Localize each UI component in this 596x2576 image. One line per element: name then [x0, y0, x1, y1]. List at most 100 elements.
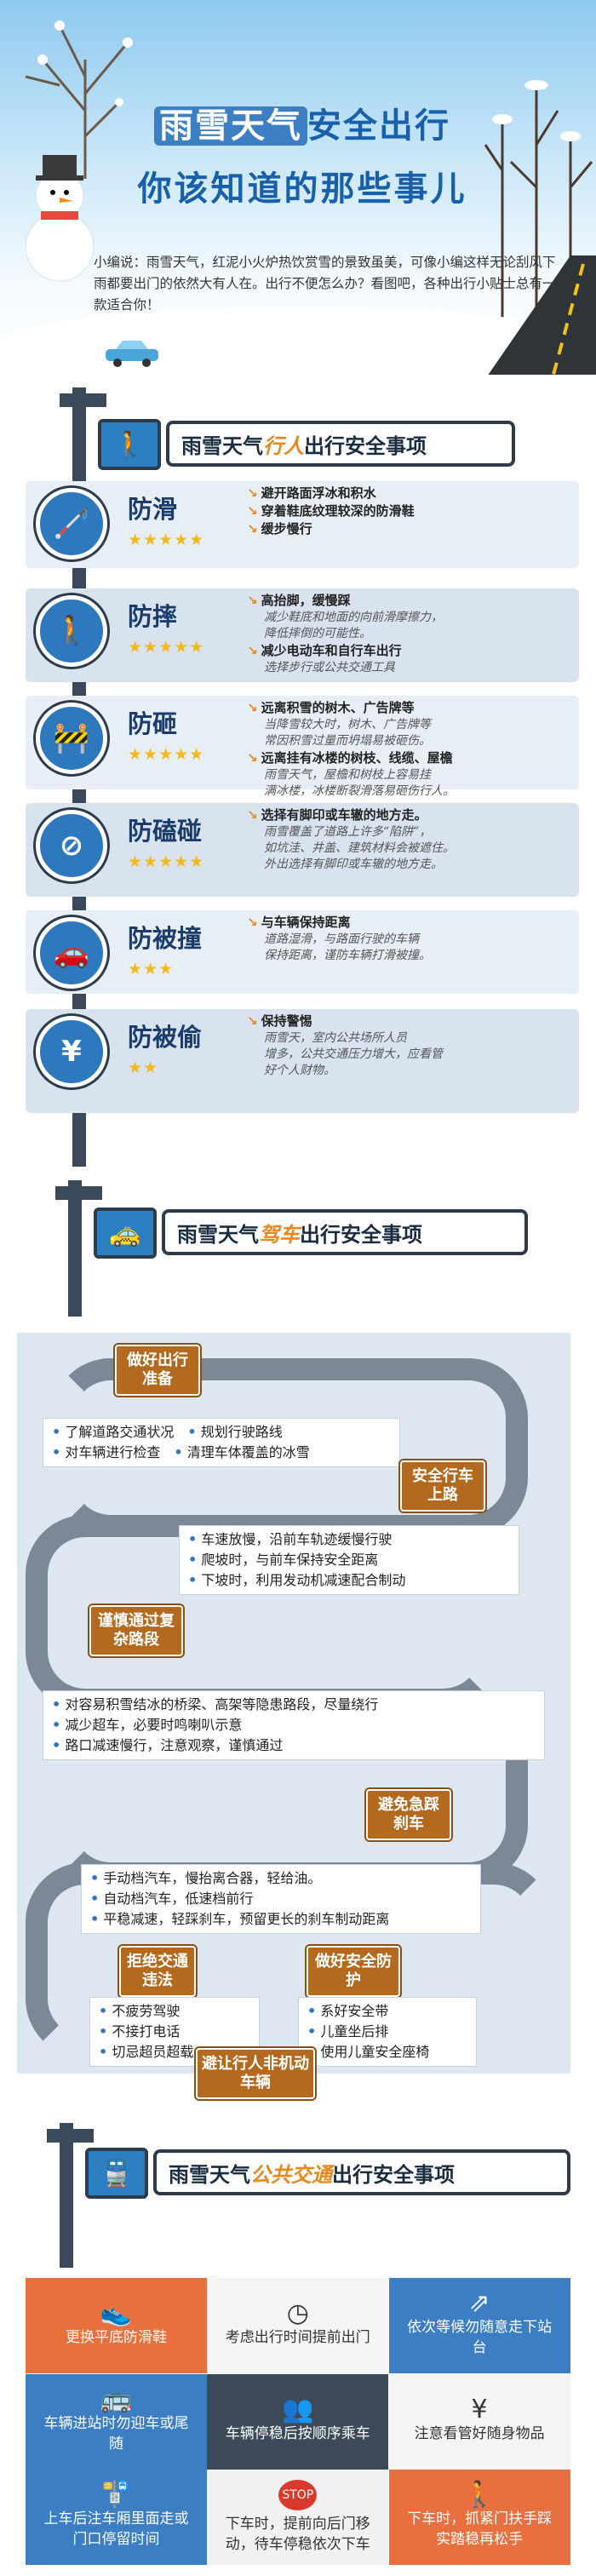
- signpost-pole: [60, 2123, 73, 2268]
- title-main: 安全出行: [307, 106, 450, 146]
- tip-line: 增多，公共交通压力增大，应看管: [264, 1047, 443, 1061]
- rating-stars: ★★★★★: [128, 745, 205, 764]
- barrier-icon: 🚧: [36, 703, 107, 774]
- arrow-icon: ↘: [247, 521, 258, 536]
- driving-road-map: 做好出行准备 • 了解道路交通状况 • 规划行驶路线 • 对车辆进行检查 • 清…: [17, 1333, 570, 2074]
- tip-details: ↘选择有脚印或车辙的地方走。雨雪覆盖了道路上许多“陷阱”，如坑洼、井盖、建筑材料…: [247, 806, 579, 873]
- arrow-icon: ↘: [247, 593, 258, 608]
- tip-title: 防被撞: [128, 924, 203, 953]
- rating-stars: ★★★★★: [128, 852, 205, 871]
- tip-title: 防滑: [128, 495, 178, 524]
- arrow-icon: ↘: [247, 915, 258, 930]
- cell-text: 上车后注车厢里面走或门口停留时间: [43, 2510, 189, 2549]
- no-entry-icon: ⊘: [36, 810, 107, 881]
- tip-title: 防被偷: [128, 1023, 203, 1052]
- header-banner: 雨雪天气安全出行 你该知道的那些事儿 小编说：雨雪天气，红泥小火炉热饮赏雪的景致…: [0, 0, 596, 375]
- arrow-icon: ↘: [247, 750, 258, 766]
- tip-line: 减少鞋底和地面的向前滑摩擦力，: [264, 611, 443, 624]
- safety-notes: • 系好安全带 • 儿童坐后排 • 使用儿童安全座椅: [298, 1997, 477, 2067]
- stage-avoid-braking: 避免急踩刹车: [366, 1789, 451, 1840]
- tip-line: 雨雪天，室内公共场所人员: [264, 1031, 407, 1045]
- page-subtitle: 你该知道的那些事儿: [137, 169, 467, 209]
- rating-stars: ★★★: [128, 960, 175, 978]
- snowy-tree-icon: [25, 20, 133, 179]
- transport-tip-cell: 🚏上车后注车厢里面走或门口停留时间: [26, 2470, 207, 2566]
- cell-text: 下车时，提前向后门移动，待车停稳依次下车: [225, 2516, 370, 2554]
- yen-coin-icon: ¥: [36, 1016, 107, 1087]
- tip-line: 道路湿滑，与路面行驶的车辆: [264, 932, 419, 946]
- tip-line: 保持距离，谨防车辆打滑被撞。: [264, 949, 431, 962]
- section2-banner: 雨雪天气驾车出行安全事项: [162, 1209, 528, 1255]
- transport-tip-cell: ◷考虑出行时间提前出门: [207, 2278, 389, 2373]
- section3-banner: 雨雪天气公共交通出行安全事项: [153, 2149, 570, 2195]
- page-title: 雨雪天气安全出行 你该知道的那些事儿: [111, 98, 494, 210]
- yen-icon: ¥: [471, 2394, 488, 2424]
- tip-line: 远离挂有冰楼的树枝、线缆、屋檐: [261, 750, 453, 766]
- transport-tip-cell: 🚌车辆进站时勿迎车或尾随: [26, 2373, 207, 2470]
- stage-safety-protection: 做好安全防护: [307, 1946, 400, 1997]
- snowman-icon: [25, 155, 95, 282]
- car-icon: 🚗: [36, 917, 107, 989]
- pedestrian-tip-row: [26, 696, 579, 789]
- pedestrian-sign-icon: 🚶: [98, 419, 161, 470]
- pedestrian-tip-row: [26, 803, 579, 897]
- stop-sign-icon: STOP: [278, 2480, 318, 2511]
- tip-line: 降低摔倒的可能性。: [264, 627, 371, 640]
- stage-prepare: 做好出行准备: [115, 1345, 200, 1396]
- cell-text: 车辆进站时勿迎车或尾随: [43, 2414, 189, 2453]
- tip-details: ↘保持警惕雨雪天，室内公共场所人员增多，公共交通压力增大，应看管好个人财物。: [247, 1013, 579, 1079]
- complex-notes: • 对容易积雪结冰的桥梁、高架等隐患路段，尽量绕行 • 减少超车，必要时鸣喇叭示…: [43, 1690, 545, 1760]
- arrow-icon: ↘: [247, 1013, 258, 1029]
- transport-tip-cell: 🚶下车时，抓紧门扶手踩实踏稳再松手: [388, 2470, 570, 2566]
- tip-line: 雨雪覆盖了道路上许多“陷阱”，: [264, 825, 432, 839]
- stage-safe-driving: 安全行车上路: [400, 1460, 485, 1512]
- public-transport-grid: 👟更换平底防滑鞋◷考虑出行时间提前出门⇗依次等候勿随意走下站台🚌车辆进站时勿迎车…: [26, 2278, 570, 2566]
- rating-stars: ★★★★★: [128, 531, 205, 549]
- tip-details: ↘避开路面浮冰和积水↘穿着鞋底纹理较深的防滑鞋↘缓步慢行: [247, 485, 579, 538]
- brake-notes: • 手动档汽车，慢抬离合器，轻给油。 • 自动档汽车，低速档前行 • 平稳减速，…: [81, 1864, 481, 1934]
- pedestrian-tip-row: [26, 1009, 579, 1113]
- tip-line: 高抬脚，缓慢踩: [261, 593, 351, 608]
- clock-icon: ◷: [286, 2298, 309, 2328]
- car-icon: [106, 341, 158, 367]
- shoe-icon: 👟: [100, 2298, 133, 2328]
- bus-icon: 🚌: [100, 2384, 133, 2414]
- walking-people-icon: 👥: [282, 2394, 314, 2424]
- stage-complex-roads: 谨慎通过复杂路段: [89, 1605, 183, 1656]
- section1-banner: 雨雪天气行人出行安全事项: [166, 421, 515, 467]
- walking-person-icon: 🚶: [36, 595, 107, 667]
- transport-tip-cell: 👟更换平底防滑鞋: [26, 2278, 207, 2373]
- tip-title: 防砸: [128, 709, 178, 738]
- pedestrian-tip-row: [26, 481, 579, 568]
- transport-tip-cell: ⇗依次等候勿随意走下站台: [388, 2278, 570, 2373]
- tip-line: 与车辆保持距离: [261, 915, 351, 930]
- bus-stop-icon: 🚏: [100, 2480, 133, 2510]
- cell-text: 下车时，抓紧门扶手踩实踏稳再松手: [407, 2510, 553, 2549]
- intro-text: 小编说：雨雪天气，红泥小火炉热饮赏雪的景致虽美，可像小编这样无论刮风下雨都要出门…: [94, 255, 556, 313]
- train-sign-icon: 🚆: [85, 2148, 148, 2199]
- tip-line: 当降雪较大时，树木、广告牌等: [264, 718, 431, 731]
- car-sign-icon: 🚕: [94, 1208, 157, 1259]
- tip-line: 减少电动车和自行车出行: [261, 643, 402, 658]
- stage-yield-pedestrians: 避让行人非机动车辆: [196, 2048, 315, 2099]
- tip-line: 满冰楼，冰楼断裂滑落易砸伤行人。: [264, 784, 455, 798]
- pedestrian-tip-row: [26, 588, 579, 682]
- transport-tip-cell: ¥注意看管好随身物品: [388, 2373, 570, 2470]
- signpost-pole: [68, 1180, 82, 1317]
- cell-text: 依次等候勿随意走下站台: [407, 2319, 553, 2356]
- tip-line: 好个人财物。: [264, 1064, 335, 1077]
- cell-text: 更换平底防滑鞋: [66, 2329, 167, 2346]
- cell-text: 考虑出行时间提前出门: [225, 2329, 370, 2346]
- road-notes: • 车速放慢，沿前车轨迹缓慢行驶 • 爬坡时，与前车保持安全距离 • 下坡时，利…: [179, 1525, 519, 1595]
- tip-line: 保持警惕: [261, 1013, 312, 1029]
- tip-line: 穿着鞋底纹理较深的防滑鞋: [261, 503, 415, 519]
- walking-cane-icon: 🦯: [36, 488, 107, 559]
- tip-line: 避开路面浮冰和积水: [261, 485, 376, 501]
- cell-text: 注意看管好随身物品: [414, 2424, 545, 2442]
- handrail-icon: 🚶: [463, 2480, 496, 2510]
- tip-line: 常因积雪过量而坍塌易被砸伤。: [264, 734, 431, 748]
- tip-line: 雨雪天气，屋檐和树枝上容易挂: [264, 768, 431, 782]
- arrow-icon: ↘: [247, 503, 258, 519]
- transport-tip-cell: 👥车辆停稳后按顺序乘车: [207, 2373, 389, 2470]
- tip-line: 远离积雪的树木、广告牌等: [261, 700, 415, 715]
